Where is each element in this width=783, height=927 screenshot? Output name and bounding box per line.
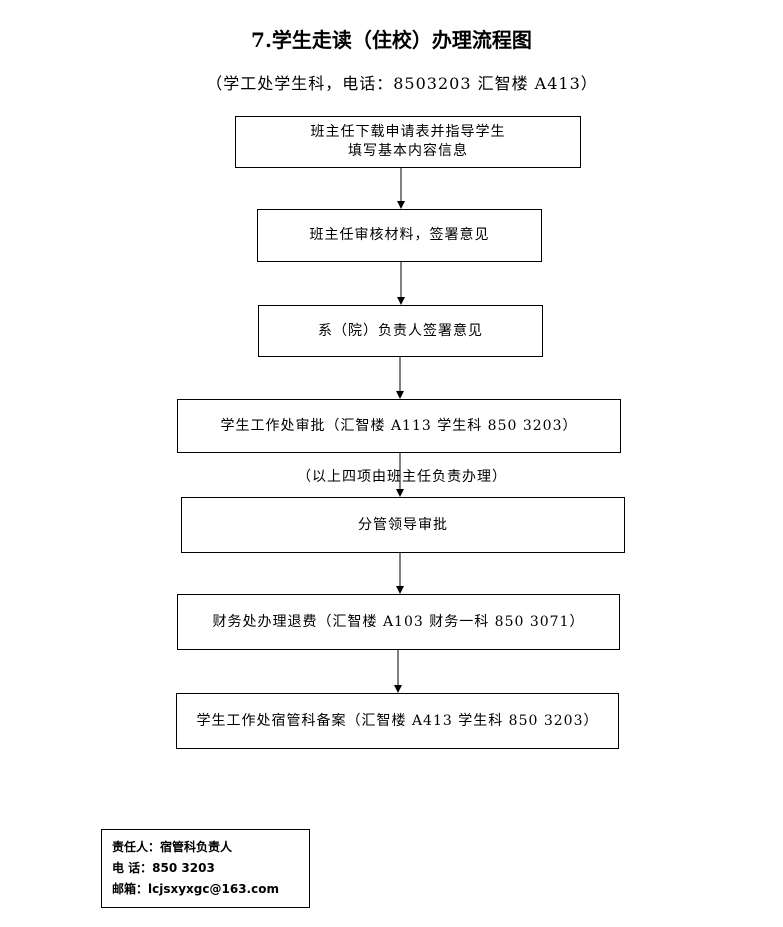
step-6-box: 财务处办理退费（汇智楼 A103 财务一科 850 3071） [177,594,620,650]
step-2-label: 班主任审核材料，签署意见 [309,227,490,244]
contact-phone: 电 话：850 3203 [112,861,215,875]
step-2-box: 班主任审核材料，签署意见 [257,209,542,262]
note-text: （以上四项由班主任负责办理） [297,469,507,485]
step-4-box: 学生工作处审批（汇智楼 A113 学生科 850 3203） [177,399,621,453]
page-subtitle: （学工处学生科，电话：8503203 汇智楼 A413） [206,74,598,93]
step-3-label: 系（院）负责人签署意见 [318,322,483,339]
step-3-box: 系（院）负责人签署意见 [258,305,543,357]
step-6-label: 财务处办理退费（汇智楼 A103 财务一科 850 3071） [212,613,585,630]
step-1-line2: 填写基本内容信息 [348,143,468,159]
step-4-label: 学生工作处审批（汇智楼 A113 学生科 850 3203） [220,417,578,434]
contact-email: 邮箱：lcjsxyxgc@163.com [112,882,279,896]
step-5-box: 分管领导审批 [181,497,625,553]
step-1-line1: 班主任下载申请表并指导学生 [310,124,506,141]
page-title: 7.学生走读（住校）办理流程图 [251,28,532,52]
step-5-label: 分管领导审批 [358,516,448,533]
contact-box: 责任人：宿管科负责人 电 话：850 3203 邮箱：lcjsxyxgc@163… [101,829,310,908]
contact-responsible: 责任人：宿管科负责人 [112,840,233,854]
step-7-label: 学生工作处宿管科备案（汇智楼 A413 学生科 850 3203） [196,712,599,729]
step-7-box: 学生工作处宿管科备案（汇智楼 A413 学生科 850 3203） [176,693,619,749]
step-1-box: 班主任下载申请表并指导学生 填写基本内容信息 [235,116,581,168]
